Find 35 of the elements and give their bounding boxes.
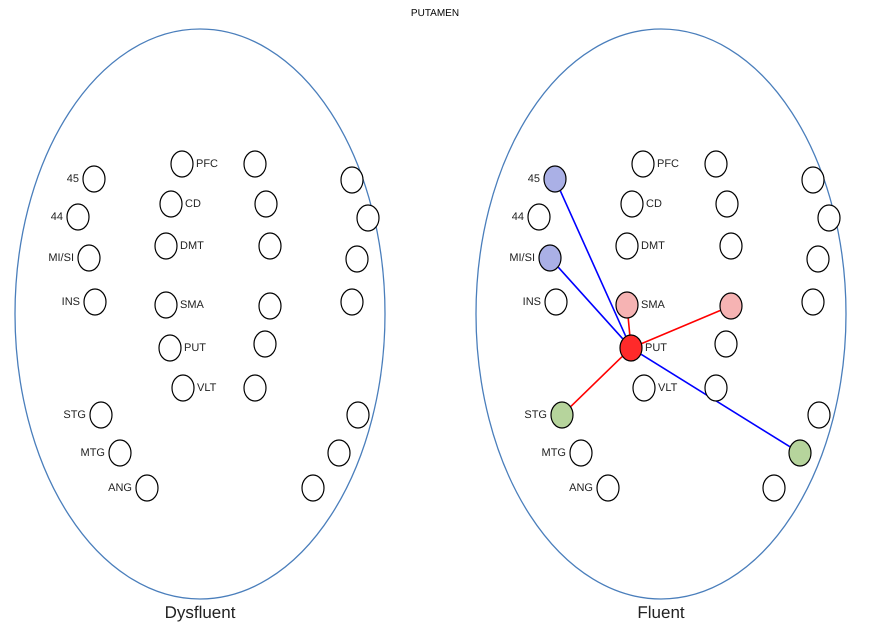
region-label: 45 — [528, 173, 540, 185]
region-label: SMA — [641, 299, 665, 311]
region-label: SMA — [180, 299, 204, 311]
region-label: PUT — [184, 342, 206, 354]
region-label: DMT — [180, 240, 204, 252]
connection-line — [558, 266, 624, 340]
region-label: MTG — [542, 447, 566, 459]
region-label: 44 — [512, 211, 524, 223]
region-label: VLT — [658, 382, 678, 394]
region-label: CD — [646, 198, 662, 210]
region-label: 45 — [66, 173, 79, 185]
region-label: ANG — [108, 482, 132, 494]
connection-line — [560, 190, 626, 336]
region-label: PFC — [657, 158, 679, 170]
region-label: MI/SI — [509, 252, 535, 264]
region-label: INS — [522, 296, 541, 308]
region-label: CD — [185, 198, 201, 210]
region-label: PFC — [196, 158, 218, 170]
connection-line — [640, 354, 790, 448]
panel-caption: Dysfluent — [164, 603, 236, 623]
connection-line — [570, 356, 623, 407]
region-label: 44 — [50, 211, 63, 223]
connection-line — [627, 318, 631, 335]
diagram-title: PUTAMEN — [410, 8, 460, 19]
region-label: MTG — [80, 447, 105, 459]
region-label: STG — [524, 409, 547, 421]
region-label: MI/SI — [48, 252, 74, 264]
region-label: DMT — [641, 240, 665, 252]
region-label: ANG — [569, 482, 593, 494]
region-label: PUT — [645, 342, 667, 354]
region-label: VLT — [197, 382, 216, 394]
region-label: STG — [63, 409, 86, 421]
region-label: INS — [62, 296, 80, 308]
panel-caption: Fluent — [637, 603, 685, 623]
connection-line — [642, 310, 720, 344]
